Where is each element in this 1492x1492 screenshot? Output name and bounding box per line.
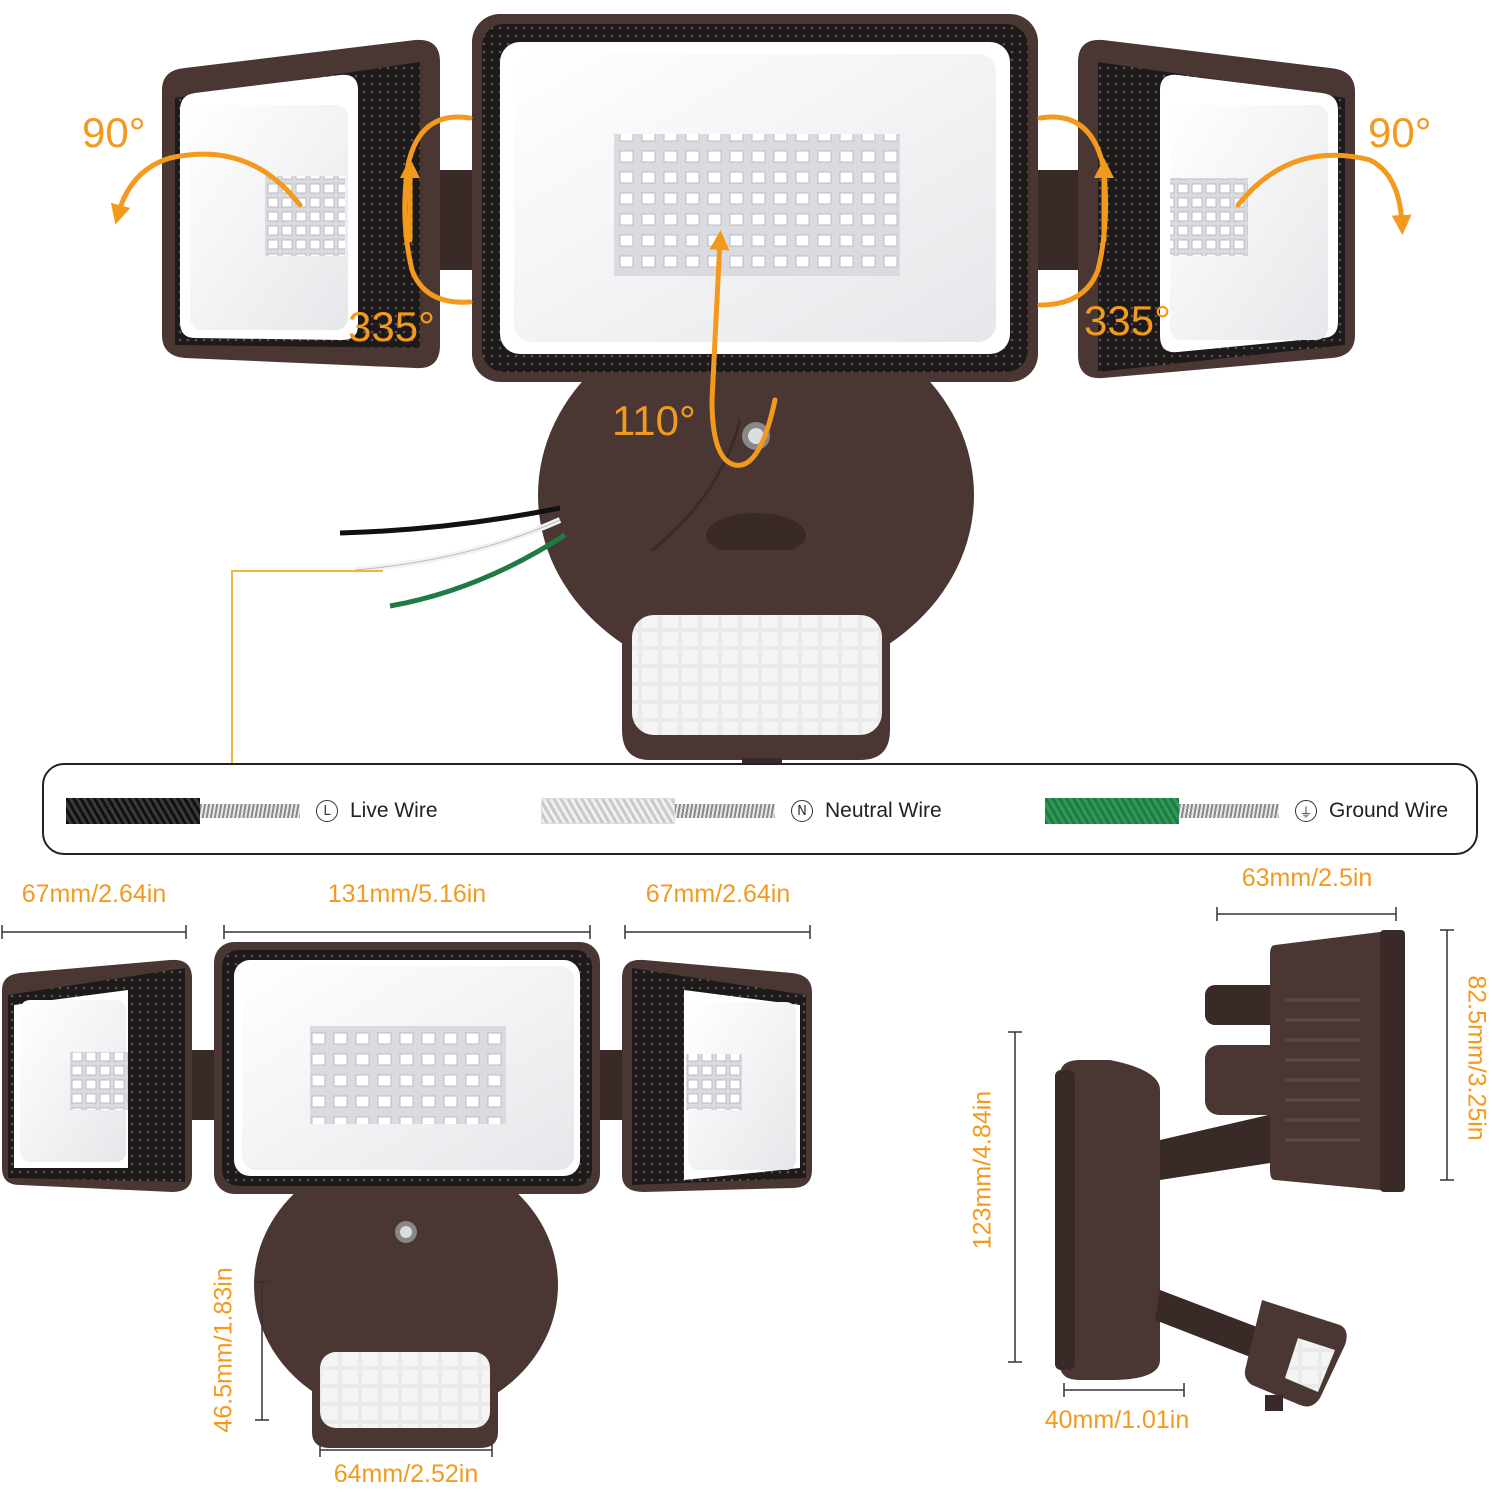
top-center-head: [472, 14, 1038, 382]
sensor-height-label: 46.5mm/1.83in: [209, 1267, 238, 1433]
live-wire-swatch: [66, 798, 300, 824]
legend-live-wire: L Live Wire: [66, 765, 438, 857]
dimension-lines: [1, 907, 1454, 1457]
side-total-height-label: 123mm/4.84in: [968, 1090, 997, 1250]
side-head-depth-label: 63mm/2.5in: [1241, 864, 1373, 892]
wire-legend: L Live Wire N Neutral Wire ⏚ Ground Wire: [42, 763, 1478, 855]
right-swivel-angle: 335°: [1084, 297, 1171, 344]
side-view: [1055, 930, 1405, 1411]
legend-ground-wire: ⏚ Ground Wire: [1045, 765, 1448, 857]
legend-neutral-wire: N Neutral Wire: [541, 765, 942, 857]
sensor-width-label: 64mm/2.52in: [333, 1460, 479, 1488]
live-symbol-icon: L: [316, 800, 338, 822]
top-wires: [339, 505, 567, 609]
left-swivel-angle: 335°: [348, 303, 435, 350]
front-view: [2, 942, 812, 1448]
center-head-width-label: 131mm/5.16in: [327, 880, 487, 908]
ground-wire-label: Ground Wire: [1329, 799, 1449, 822]
top-left-head: [162, 39, 490, 369]
right-tilt-angle: 90°: [1368, 109, 1432, 156]
side-head-height-label: 82.5mm/3.25in: [1462, 975, 1491, 1141]
neutral-symbol-icon: N: [791, 800, 813, 822]
base-depth-label: 40mm/1.01in: [1044, 1406, 1190, 1434]
ground-symbol-icon: ⏚: [1295, 800, 1317, 822]
neutral-wire-label: Neutral Wire: [825, 799, 942, 822]
top-motion-sensor: [622, 550, 890, 768]
center-tilt-angle: 110°: [612, 397, 696, 444]
rotation-arrows: [110, 114, 1412, 468]
left-tilt-angle: 90°: [82, 109, 146, 156]
wire-callout-line: [231, 570, 383, 763]
neutral-wire-swatch: [541, 798, 775, 824]
right-head-width-label: 67mm/2.64in: [645, 880, 791, 908]
left-head-width-label: 67mm/2.64in: [21, 880, 167, 908]
top-right-head: [1010, 39, 1355, 379]
live-wire-label: Live Wire: [350, 799, 438, 822]
ground-wire-swatch: [1045, 798, 1279, 824]
